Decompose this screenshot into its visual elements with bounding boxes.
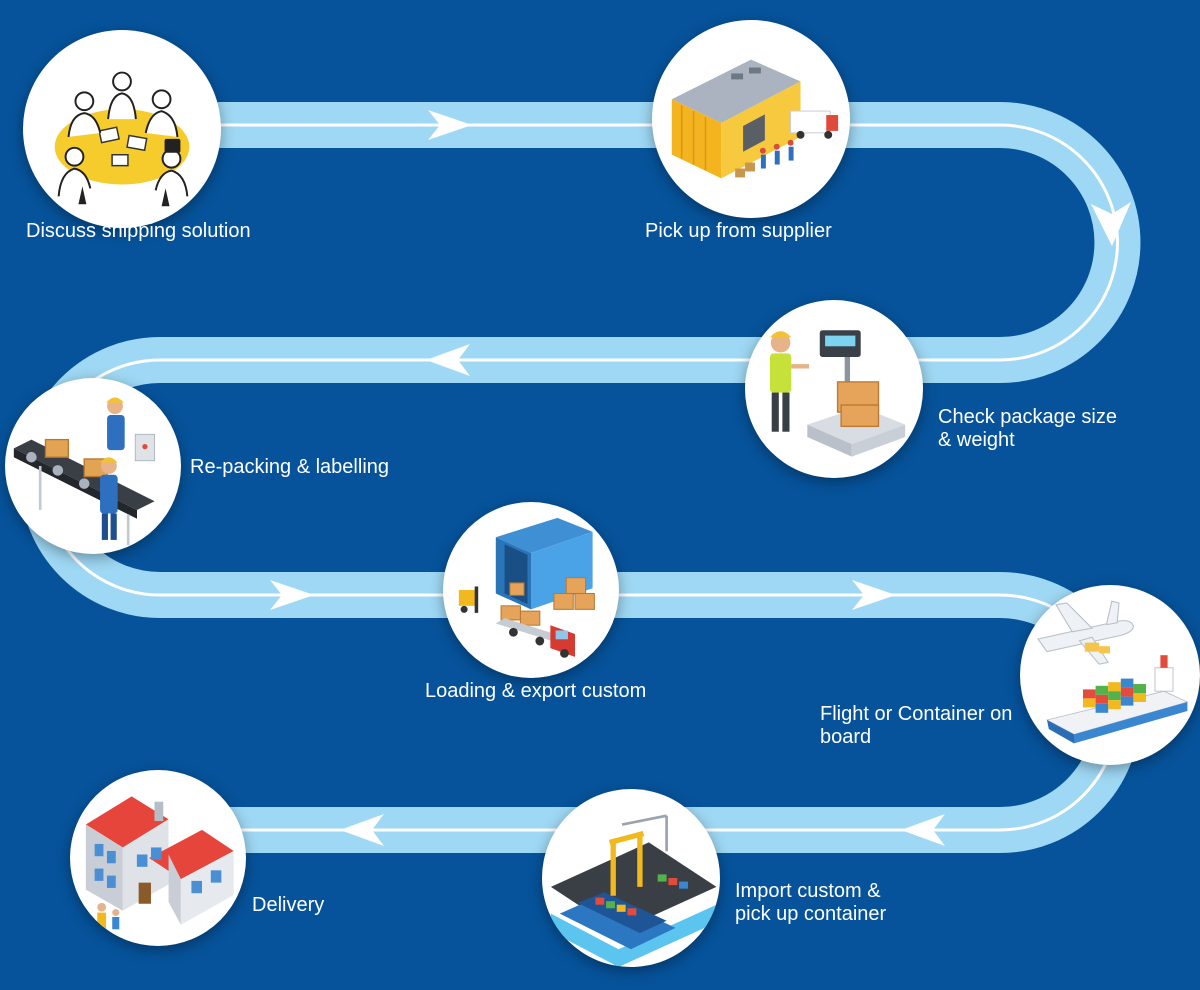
step-8-label: Delivery (252, 894, 325, 916)
container-loading-icon (458, 517, 595, 658)
step-6-circle (1020, 585, 1200, 765)
step-2-circle (652, 20, 850, 218)
arrow-right-icon (852, 580, 896, 610)
step-4-circle (5, 378, 181, 554)
plane-and-ship-icon (1037, 600, 1189, 744)
step-5-label: Loading & export custom (425, 680, 647, 702)
step-8-circle (70, 770, 246, 946)
step-6-label: Flight or Container on board (820, 703, 1013, 748)
step-3-circle (745, 300, 923, 478)
meeting-table-icon (54, 71, 190, 207)
arrow-down-icon (1091, 202, 1131, 246)
port-crane-icon (550, 814, 717, 967)
step-1-circle (23, 30, 221, 228)
arrow-left-icon (901, 814, 945, 846)
step-2-label: Pick up from supplier (645, 220, 832, 242)
step-7-label: Import custom & pick up container (735, 880, 887, 925)
arrow-right-icon (270, 580, 314, 610)
weighing-scale-icon (769, 330, 906, 457)
step-7-circle (542, 789, 720, 967)
conveyor-belt-icon (13, 397, 156, 546)
arrow-left-icon (426, 344, 470, 376)
step-5-circle (443, 502, 619, 678)
arrow-left-icon (340, 814, 384, 846)
step-1-label: Discuss shipping solution (26, 220, 251, 242)
step-4-label: Re-packing & labelling (190, 456, 390, 478)
warehouse-truck-icon (671, 59, 839, 179)
arrow-right-icon (428, 110, 472, 140)
step-3-label: Check package size & weight (938, 406, 1117, 451)
house-icon (85, 796, 234, 930)
